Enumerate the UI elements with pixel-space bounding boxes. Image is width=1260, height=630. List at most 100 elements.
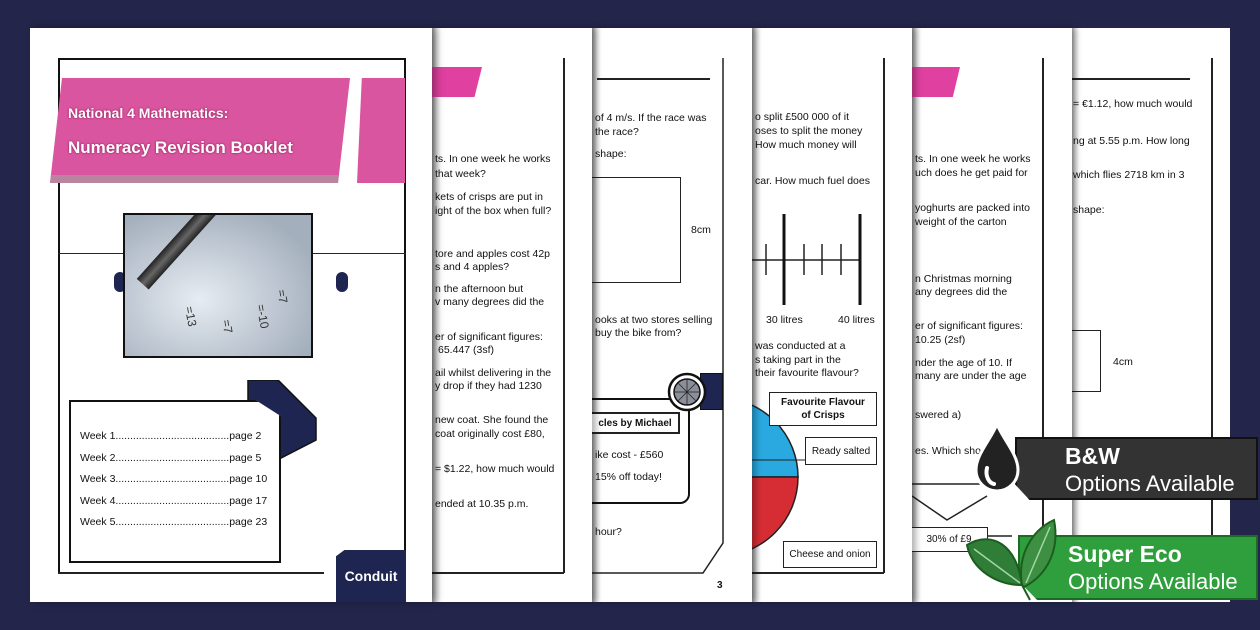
cover-frame (58, 58, 406, 574)
rectangle-label: 4cm (1113, 356, 1133, 368)
scale-label: 40 litres (838, 314, 875, 326)
toc-item[interactable]: Week 2..................................… (80, 452, 279, 474)
question-text: car. How much fuel does (755, 175, 870, 187)
page-shadow (912, 28, 921, 602)
question-text: o split £500 000 of it (755, 111, 849, 123)
pen-image (136, 215, 229, 290)
eco-options-badge: Super Eco Options Available (1018, 535, 1258, 600)
question-text: was conducted at a (755, 340, 846, 352)
cover-photo: =13 =7 =-10 =7 (123, 213, 313, 358)
question-text: the race? (595, 126, 639, 138)
question-text: their favourite flavour? (755, 367, 859, 379)
page-number: 3 (717, 580, 723, 591)
pie-label-ready-salted: Ready salted (805, 437, 877, 465)
page-shadow (592, 28, 601, 602)
question-text: n the afternoon but (435, 283, 524, 295)
question-text: kets of crisps are put in (435, 191, 543, 203)
toc-item[interactable]: Week 5..................................… (80, 516, 279, 538)
question-text: of 4 m/s. If the race was (595, 112, 707, 124)
cover-title: Numeracy Revision Booklet (68, 138, 293, 157)
table-of-contents: Week 1..................................… (69, 400, 281, 563)
badge-title: B&W (1065, 443, 1120, 469)
toc-dots: ....................................... (115, 516, 230, 528)
question-text: = €1.12, how much would (1073, 98, 1193, 110)
toc-item[interactable]: Week 3..................................… (80, 473, 279, 495)
toc-dots: ....................................... (115, 451, 230, 464)
page-2: of 4 m/s. If the race was the race? shap… (592, 28, 752, 602)
rectangle-shape (592, 177, 681, 283)
toc-item[interactable]: Week 4..................................… (80, 495, 279, 517)
question-text: ended at 10.35 p.m. (435, 498, 529, 510)
divider (1070, 78, 1190, 80)
question-text: ts. In one week he works (915, 153, 1031, 165)
toc-week: Week 4 (80, 494, 116, 507)
ink-drop-icon (974, 420, 1020, 493)
fuel-scale (752, 214, 862, 305)
publisher-logo: Conduit (336, 550, 406, 602)
question-text: shape: (1073, 204, 1105, 216)
question-text: ng at 5.55 p.m. How long (1073, 135, 1190, 147)
frame-bottom (432, 572, 564, 574)
toc-dots: ....................................... (115, 430, 230, 442)
header-tab (912, 67, 960, 97)
question-text: = $1.22, how much would (435, 463, 555, 475)
page-3: o split £500 000 of it oses to split the… (752, 28, 912, 602)
question-text: ts. In one week he works (435, 153, 551, 165)
question-text: many are under the age (915, 370, 1027, 382)
toc-dots: ....................................... (115, 473, 230, 485)
badge-title: Super Eco (1068, 541, 1182, 567)
question-text: s and 4 apples? (435, 261, 510, 273)
photo-text: =7 (274, 288, 291, 305)
rectangle-shape (1070, 330, 1101, 392)
question-text: which flies 2718 km in 3 (1073, 169, 1185, 181)
question-text: ooks at two stores selling (595, 314, 713, 326)
question-text: that week? (435, 168, 486, 180)
pie-title: Favourite Flavour of Crisps (769, 392, 877, 426)
bike-wheel-icon (667, 372, 707, 412)
bw-options-badge: B&W Options Available (1015, 437, 1258, 500)
bike-cost: ike cost - £560 (595, 449, 664, 461)
question-text: er of significant figures: (915, 320, 1023, 332)
question-text: 10.25 (2sf) (915, 334, 966, 346)
toc-item[interactable]: Week 1..................................… (80, 430, 279, 452)
page-5: = €1.12, how much would ng at 5.55 p.m. … (1070, 28, 1230, 602)
question-text: 65.447 (3sf) (438, 344, 495, 356)
frame-edge (883, 58, 885, 573)
question-text: nder the age of 10. If (915, 357, 1012, 369)
title-banner: National 4 Mathematics: Numeracy Revisio… (50, 78, 350, 183)
header-tab (432, 67, 482, 97)
banner-accent (357, 78, 405, 183)
question-text: coat originally cost £80, (435, 428, 545, 440)
question-text: tore and apples cost 42p (435, 248, 550, 260)
toc-page: page 17 (229, 494, 268, 507)
question-text: oses to split the money (755, 125, 863, 137)
frame-edge (1042, 58, 1044, 573)
question-text: swered a) (915, 409, 962, 421)
toc-week: Week 2 (80, 451, 116, 464)
toc-week: Week 1 (80, 430, 116, 442)
frame-bottom (752, 572, 884, 574)
photo-text: =-10 (253, 303, 272, 330)
question-text: er of significant figures: (435, 331, 543, 343)
toc-week: Week 3 (80, 473, 116, 485)
shop-name: cles by Michael (592, 412, 680, 434)
question-text: n Christmas morning (915, 273, 1012, 285)
question-text: hour? (595, 526, 622, 538)
frame-bottom (58, 572, 324, 574)
question-text: yoghurts are packed into (915, 202, 1030, 214)
toc-page: page 23 (229, 516, 268, 528)
offer-text: 15% off today! (595, 471, 662, 483)
cover-subtitle: National 4 Mathematics: (68, 105, 229, 121)
cover-page: National 4 Mathematics: Numeracy Revisio… (30, 28, 432, 602)
page-shadow (432, 28, 441, 602)
page-4: ts. In one week he works uch does he get… (912, 28, 1072, 602)
question-text: ight of the box when full? (435, 205, 552, 217)
toc-week: Week 5 (80, 516, 116, 528)
toc-page: page 5 (229, 451, 262, 464)
badge-subtitle: Options Available (1068, 569, 1238, 594)
page-shadow (752, 28, 761, 602)
question-text: v many degrees did the (435, 296, 545, 308)
question-text: shape: (595, 148, 627, 160)
question-text: weight of the carton (915, 216, 1007, 228)
page-1: ts. In one week he works that week? kets… (432, 28, 592, 602)
